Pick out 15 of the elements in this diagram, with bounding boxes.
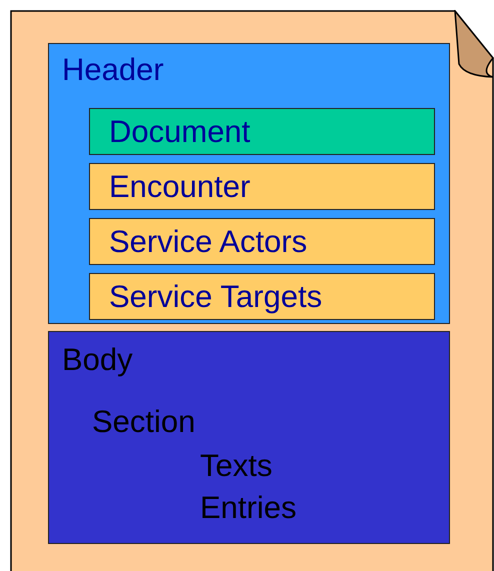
item-text: Texts: [200, 448, 272, 484]
section-title: Body: [62, 342, 133, 378]
box-label: Encounter: [109, 169, 250, 205]
box-label: Header: [62, 52, 164, 88]
encounter-box: [89, 163, 435, 210]
box-label: Document: [109, 114, 250, 150]
document-box: [89, 108, 435, 155]
header-section: [48, 43, 450, 324]
section-subtitle: Section: [92, 404, 196, 440]
box-label: Service Targets: [109, 279, 322, 315]
body-section: [48, 331, 450, 544]
service-actors-box: [89, 218, 435, 265]
item-text: Entries: [200, 490, 296, 526]
service-targets-box: [89, 273, 435, 320]
box-label: Service Actors: [109, 224, 308, 260]
